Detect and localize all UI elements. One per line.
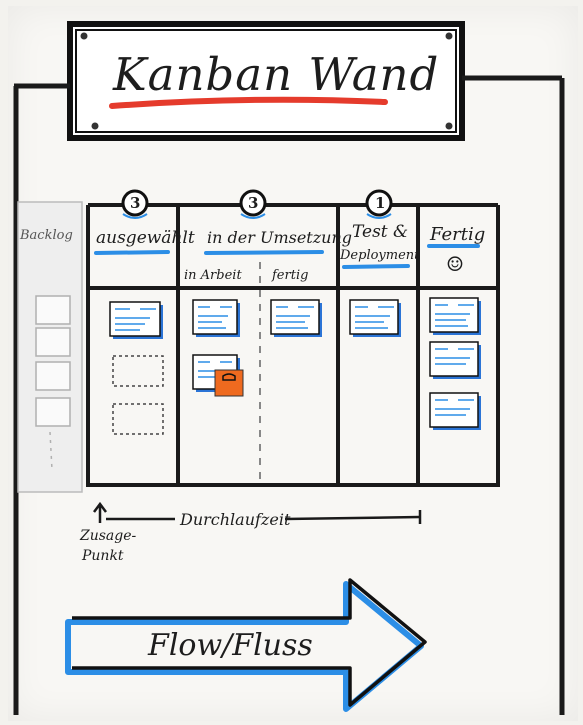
wip-limit-test: 1 xyxy=(375,194,386,212)
wip-circle-selected xyxy=(121,189,149,217)
column-header-backlog: Backlog xyxy=(20,228,73,243)
card-group-fertig-sub xyxy=(270,299,322,337)
wip-limits xyxy=(121,189,393,219)
flow-arrow xyxy=(65,578,427,712)
wip-circle-test xyxy=(365,189,393,217)
column-header-test-line1: Test & xyxy=(352,222,409,242)
pin-icon xyxy=(91,122,99,130)
title-frame xyxy=(67,21,465,141)
board-outline xyxy=(13,75,565,715)
subcolumn-fertig: fertig xyxy=(272,268,309,283)
subcolumn-in-arbeit: in Arbeit xyxy=(184,268,242,283)
page-title: Kanban Wand xyxy=(113,48,440,101)
done-smiley-icon: ☺ xyxy=(446,252,464,276)
lead-time-line xyxy=(93,501,422,524)
card-group-in-arbeit xyxy=(192,299,244,397)
card-group-done xyxy=(429,297,481,430)
flow-label: Flow/Fluss xyxy=(148,628,313,663)
wip-limit-in-progress: 3 xyxy=(248,194,259,212)
lead-time-label: Durchlaufzeit xyxy=(180,510,291,529)
column-header-test-line2: Deployment xyxy=(340,248,420,263)
wip-limit-selected: 3 xyxy=(130,194,141,212)
commit-point-line2: Punkt xyxy=(82,548,124,564)
card-group-selected xyxy=(109,301,164,435)
commit-point-line1: Zusage- xyxy=(80,528,137,544)
pin-icon xyxy=(445,122,453,130)
column-header-in-progress: in der Umsetzung xyxy=(207,228,352,247)
column-header-done: Fertig xyxy=(430,224,486,245)
header-underlines xyxy=(94,244,480,269)
backlog-notes xyxy=(35,295,71,471)
lock-icon xyxy=(222,373,236,381)
pin-icon xyxy=(80,32,88,40)
pin-icon xyxy=(445,32,453,40)
column-header-selected: ausgewählt xyxy=(96,228,195,248)
title-underline xyxy=(109,96,388,109)
card-group-test xyxy=(349,299,401,337)
wip-circle-in-progress xyxy=(239,189,267,217)
